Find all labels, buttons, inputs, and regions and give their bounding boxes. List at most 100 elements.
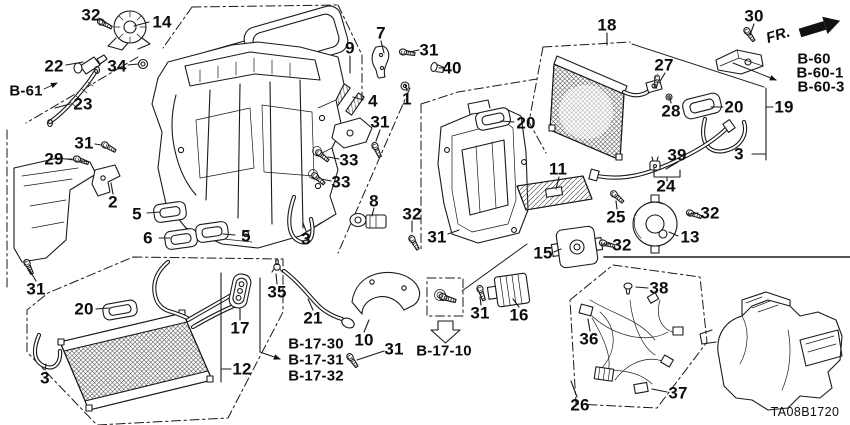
part-blower-motor-14 [107,10,151,51]
figure-code: TA08B1720 [770,404,840,419]
part-seal-20b [475,107,511,131]
part-pipe-clamp-bracket-30 [715,49,764,75]
screw-30-icon [741,25,757,44]
callout-17: 17 [230,318,250,338]
part-grommet-17 [228,273,252,309]
part-seal-5b [195,221,229,243]
callout-30: 30 [744,6,764,26]
b17-10-callout-group [426,243,528,344]
callout-32: 32 [700,203,720,223]
part-side-duct [13,157,97,263]
callout-3: 3 [40,368,50,388]
callout-8: 8 [369,191,379,211]
callout-29: 29 [44,149,64,169]
part-grommet-40 [430,62,445,74]
part-seal-20c [682,92,722,120]
part-nut-34 [137,58,149,70]
callout-7: 7 [376,23,386,43]
callout-23: 23 [73,94,93,114]
callout-35: 35 [267,282,287,302]
callout-21: 21 [303,308,323,328]
part-clamp-39 [649,156,661,171]
part-housing-half [437,99,529,244]
callout-31: 31 [384,339,404,359]
ref-code-b17-10: B-17-10 [416,342,472,360]
down-block-arrow-icon [430,320,461,344]
part-aspirator-8 [349,212,387,229]
callout-40: 40 [442,58,462,78]
part-wire-harness-26 [578,282,684,395]
callout-9: 9 [345,38,355,58]
part-link-bracket [331,117,373,149]
callout-36: 36 [579,329,599,349]
part-screw-washer-33b [308,169,327,187]
callout-1: 1 [402,89,412,109]
callout-18: 18 [597,15,617,35]
reference-arrows [43,62,777,360]
callout-38: 38 [649,278,669,298]
ref-code-b17-30: B-17-30 [288,335,344,353]
callout-31: 31 [419,40,439,60]
callout-10: 10 [354,330,374,350]
screw-31-icon [99,140,118,155]
screw-31-icon [22,257,36,276]
callout-27: 27 [654,55,674,75]
part-seal-6 [164,228,198,250]
part-heater-core-12 [57,309,214,412]
callout-13: 13 [680,227,700,247]
part-clip-38 [623,282,633,295]
callout-3: 3 [734,144,744,164]
fr-label: FR. [764,24,792,47]
callout-28: 28 [661,101,681,121]
callout-14: 14 [152,12,172,32]
callout-32: 32 [402,204,422,224]
callout-5: 5 [132,204,142,224]
part-pipe-24 [588,119,736,182]
ref-code-b61: B-61 [9,82,43,100]
part-clip-35 [271,259,283,273]
callout-31: 31 [74,133,94,153]
callout-32: 32 [612,235,632,255]
callout-32: 32 [81,5,101,25]
callout-34: 34 [107,56,127,76]
part-seal-20a [102,299,138,321]
callout-31: 31 [470,303,490,323]
ref-code-b60-1: B-60-1 [796,64,844,82]
callout-16: 16 [509,305,529,325]
part-seal-5a [153,201,187,223]
part-motor-13 [632,194,678,254]
callout-33: 33 [331,172,351,192]
callout-24: 24 [656,176,676,196]
screw-31-icon [370,140,384,159]
screw-31-icon [398,47,416,58]
part-hose-3b [287,194,315,245]
callout-20: 20 [724,97,744,117]
callout-37: 37 [668,383,688,403]
callout-33: 33 [339,150,359,170]
part-valve-joint-22 [73,54,108,75]
callout-3: 3 [301,229,311,249]
callout-15: 15 [533,243,553,263]
assembled-heater-unit [699,291,843,411]
part-evaporator-18 [548,55,663,161]
part-grommet-28 [665,93,673,101]
callout-4: 4 [368,91,378,111]
callout-31: 31 [370,112,390,132]
part-screw-washer-33a [312,146,331,164]
callout-11: 11 [548,159,568,179]
part-drain-hose-23 [46,65,101,128]
screw-31-icon [475,284,488,302]
callout-26: 26 [570,395,590,415]
callout-22: 22 [44,56,64,76]
part-bracket-2 [91,164,121,197]
part-motor-15 [550,225,604,269]
callout-2: 2 [108,192,118,212]
part-bracket-10 [351,271,421,315]
fr-direction-arrow: FR. [764,16,841,47]
screw-25-icon [608,188,626,205]
callout-20: 20 [74,299,94,319]
part-filter-11 [516,175,593,211]
callout-31: 31 [26,279,46,299]
